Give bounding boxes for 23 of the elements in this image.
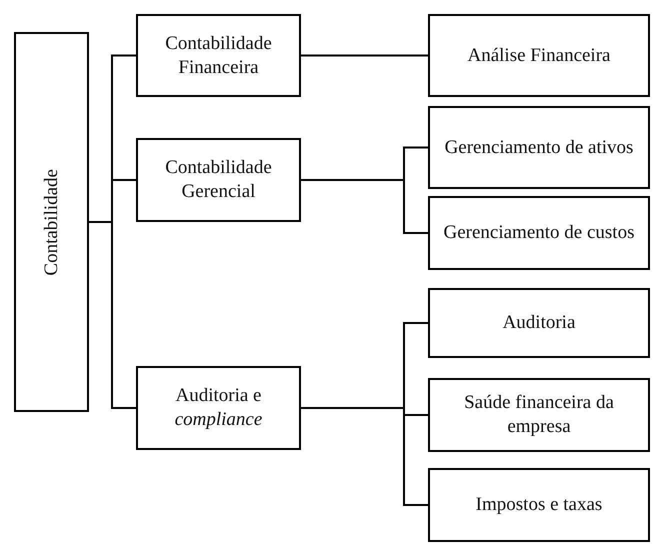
box-label: Análise Financeira (468, 44, 610, 68)
category-box (428, 106, 650, 189)
category-box (428, 288, 650, 358)
connector-line (301, 179, 428, 234)
connector-line (301, 54, 428, 56)
box-label: Contabilidade Financeira (164, 32, 273, 80)
box-label: Gerenciamento de custos (444, 221, 634, 245)
category-box (428, 468, 650, 542)
category-box (14, 32, 89, 412)
box-label: Auditoria (502, 311, 576, 335)
box-label: Saúde financeira da empresa (463, 391, 615, 439)
category-box (136, 366, 301, 450)
box-label: Impostos e taxas (476, 493, 602, 517)
box-label: Contabilidade (40, 168, 63, 276)
box-label: Contabilidade Gerencial (164, 156, 273, 204)
box-label: Auditoria e compliance (174, 384, 264, 432)
box-label: Gerenciamento de ativos (444, 136, 634, 160)
category-box (428, 378, 650, 452)
category-box (428, 14, 650, 97)
category-box (136, 138, 301, 222)
category-box (428, 196, 650, 270)
category-box (136, 14, 301, 97)
connector-line (89, 221, 136, 409)
